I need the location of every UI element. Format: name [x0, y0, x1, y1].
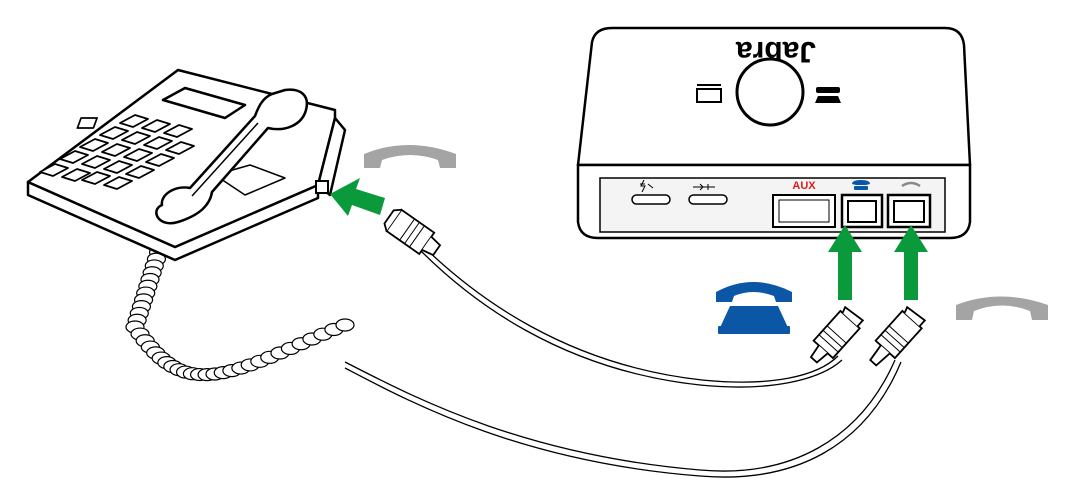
screen-icon	[696, 84, 722, 103]
usb-port	[688, 194, 728, 205]
arrow-icon	[828, 225, 862, 300]
desk-phone-jack	[315, 180, 329, 194]
phone-port-icon	[852, 180, 870, 190]
cable-telephone-line	[419, 247, 843, 388]
power-port-icon	[640, 179, 654, 193]
handset-icon	[956, 296, 1048, 320]
multi-function-button	[735, 57, 805, 127]
handset-port-icon	[901, 181, 921, 188]
cord-coil	[335, 318, 355, 332]
rj-connector-handset-port	[869, 305, 927, 367]
rj-connector-phone-port	[809, 305, 865, 364]
usb-port-icon	[693, 183, 715, 191]
arrow-icon	[330, 178, 385, 216]
phone-icon	[815, 87, 841, 103]
desk-phone-icon	[716, 282, 792, 334]
arrow-icon	[894, 225, 928, 300]
aux-label: AUX	[792, 180, 816, 192]
handset-icon	[364, 145, 456, 168]
base-unit: Jabra AUX	[576, 26, 972, 240]
rj-connector-desk-phone	[383, 208, 442, 257]
cable-handset-extension	[344, 359, 902, 478]
power-port	[631, 194, 671, 205]
desk-telephone	[26, 68, 347, 262]
